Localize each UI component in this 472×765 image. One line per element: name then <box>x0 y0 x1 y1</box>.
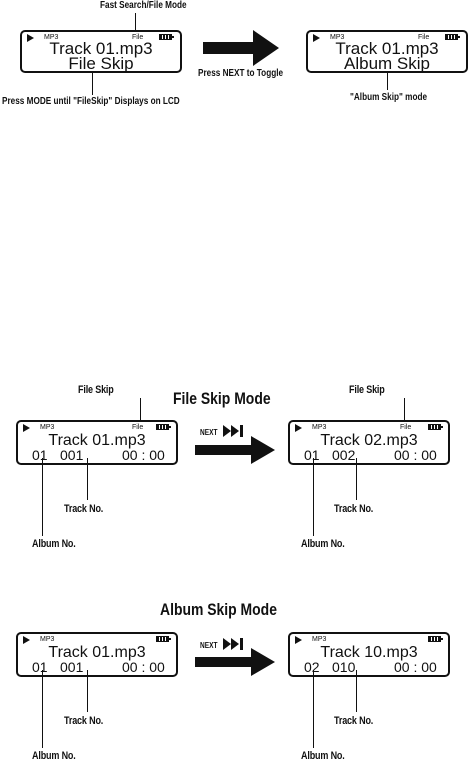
file-skip-right-lcd: MP3 File Track 02.mp3 01 002 00 : 00 <box>288 420 450 465</box>
track-no-label-right: Track No. <box>334 715 374 727</box>
track-number: 001 <box>60 659 84 675</box>
album-skip-mode-heading: Album Skip Mode <box>160 600 277 619</box>
format-indicator: MP3 <box>44 34 59 41</box>
toggle-arrow-icon <box>203 30 279 66</box>
track-name: Track 01.mp3 <box>49 39 153 58</box>
top-right-lcd: MP3 File Track 01.mp3 Album Skip <box>306 30 468 73</box>
track-no-label-right: Track No. <box>334 503 374 515</box>
track-name: Track 01.mp3 <box>48 644 146 661</box>
format-indicator: MP3 <box>40 636 55 643</box>
play-icon <box>295 636 302 644</box>
track-name: Track 01.mp3 <box>48 432 146 449</box>
file-skip-left-lcd: MP3 File Track 01.mp3 01 001 00 : 00 <box>16 420 178 465</box>
battery-icon <box>428 636 443 642</box>
mode-indicator: File <box>400 424 412 431</box>
track-number: 001 <box>60 447 84 463</box>
album-skip-pointer <box>387 73 388 90</box>
play-icon <box>23 636 30 644</box>
battery-icon <box>445 34 460 40</box>
skip-mode-text: Album Skip <box>344 54 430 73</box>
album-no-label-right: Album No. <box>301 750 345 762</box>
next-button-label: NEXT <box>200 428 218 437</box>
album-no-pointer-left <box>42 670 43 748</box>
album-number: 02 <box>304 659 320 675</box>
mode-indicator: File <box>132 424 144 431</box>
battery-icon <box>156 636 171 642</box>
track-number: 002 <box>332 447 356 463</box>
album-no-pointer-right <box>313 458 314 536</box>
format-indicator: MP3 <box>40 424 55 431</box>
file-skip-arrow-icon <box>195 436 275 464</box>
album-number: 01 <box>32 447 48 463</box>
elapsed-time: 00 : 00 <box>394 659 437 675</box>
toggle-caption: Press NEXT to Toggle <box>198 68 284 79</box>
format-indicator: MP3 <box>312 424 327 431</box>
track-name: Track 02.mp3 <box>320 432 418 449</box>
press-mode-caption: Press MODE until "FileSkip" Displays on … <box>2 96 180 107</box>
mode-indicator: File <box>418 34 430 41</box>
file-skip-pointer-right <box>404 398 405 423</box>
album-no-label-left: Album No. <box>32 538 76 550</box>
next-icon <box>223 638 243 650</box>
play-icon <box>27 34 34 42</box>
track-number: 010 <box>332 659 356 675</box>
track-name: Track 01.mp3 <box>335 39 439 58</box>
skip-mode-text: File Skip <box>68 54 134 73</box>
album-skip-left-lcd: MP3 Track 01.mp3 01 001 00 : 00 <box>16 632 178 677</box>
file-skip-pointer-label-left: File Skip <box>78 384 114 396</box>
album-number: 01 <box>304 447 320 463</box>
file-skip-mode-heading: File Skip Mode <box>173 389 271 408</box>
album-no-pointer-left <box>42 458 43 536</box>
format-indicator: MP3 <box>330 34 345 41</box>
album-no-label-left: Album No. <box>32 750 76 762</box>
play-icon <box>23 424 30 432</box>
track-no-pointer-right <box>356 670 357 712</box>
top-left-lcd: MP3 File Track 01.mp3 File Skip <box>20 30 182 73</box>
file-skip-pointer-left <box>140 398 141 423</box>
track-no-pointer-left <box>87 458 88 500</box>
album-skip-right-lcd: MP3 Track 10.mp3 02 010 00 : 00 <box>288 632 450 677</box>
album-skip-mode-caption: "Album Skip" mode <box>350 92 428 103</box>
album-skip-arrow-icon <box>195 648 275 676</box>
fast-search-pointer <box>135 13 136 33</box>
elapsed-time: 00 : 00 <box>394 447 437 463</box>
elapsed-time: 00 : 00 <box>122 659 165 675</box>
next-icon <box>223 425 243 437</box>
elapsed-time: 00 : 00 <box>122 447 165 463</box>
file-skip-pointer-label-right: File Skip <box>349 384 385 396</box>
album-no-label-right: Album No. <box>301 538 345 550</box>
track-name: Track 10.mp3 <box>320 644 418 661</box>
battery-icon <box>159 34 174 40</box>
album-number: 01 <box>32 659 48 675</box>
press-mode-pointer <box>92 73 93 95</box>
track-no-label-left: Track No. <box>64 503 104 515</box>
track-no-label-left: Track No. <box>64 715 104 727</box>
mode-indicator: File <box>132 34 144 41</box>
track-no-pointer-right <box>356 458 357 500</box>
album-no-pointer-right <box>313 670 314 748</box>
fast-search-caption: Fast Search/File Mode <box>100 0 187 11</box>
play-icon <box>313 34 320 42</box>
next-button-label: NEXT <box>200 641 218 650</box>
format-indicator: MP3 <box>312 636 327 643</box>
play-icon <box>295 424 302 432</box>
battery-icon <box>156 424 171 430</box>
battery-icon <box>428 424 443 430</box>
track-no-pointer-left <box>87 670 88 712</box>
